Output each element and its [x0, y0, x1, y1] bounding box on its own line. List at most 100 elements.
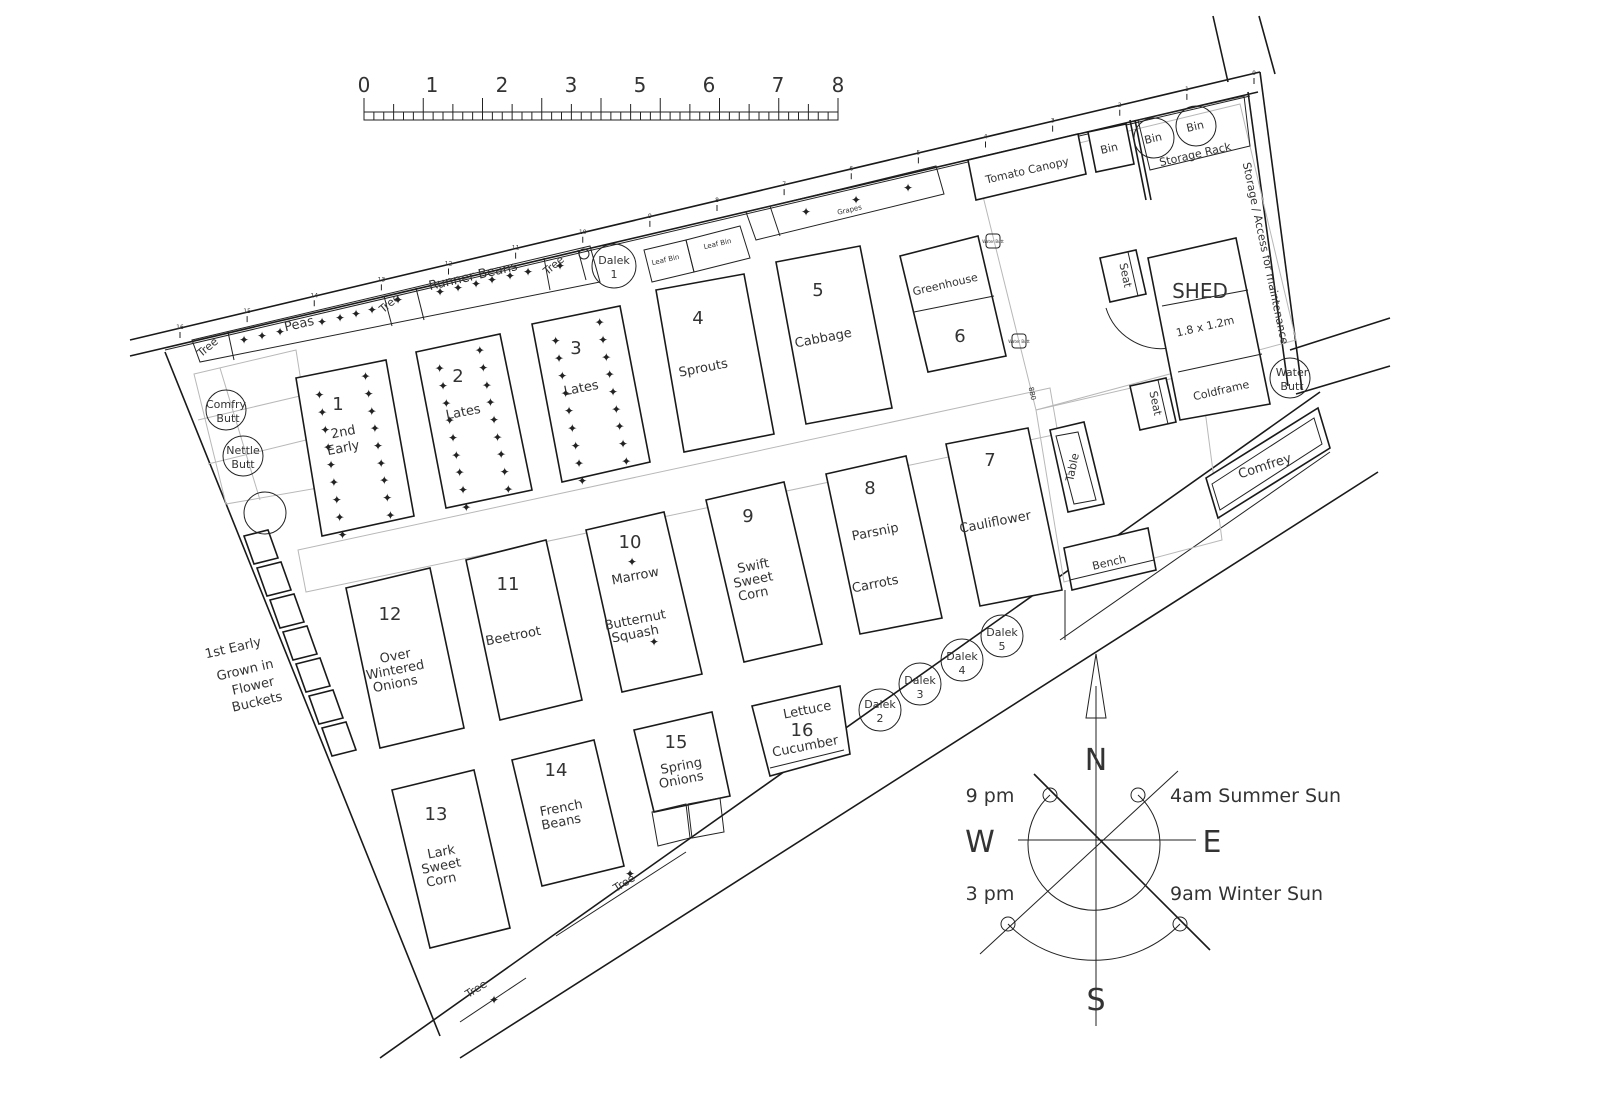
- svg-text:✦: ✦: [382, 491, 392, 505]
- svg-text:✦: ✦: [329, 476, 339, 490]
- svg-text:✦: ✦: [239, 333, 249, 347]
- bed-number: 16: [791, 720, 814, 741]
- small-post-circle: [578, 248, 590, 260]
- bed-number: 1: [332, 394, 343, 415]
- svg-text:✦: ✦: [615, 420, 625, 434]
- svg-text:✦: ✦: [598, 333, 608, 347]
- compass-rose: N S W E 9 pm 4am Summer Sun 3 pm 9am Win…: [965, 653, 1341, 1026]
- dalek-num: 5: [999, 640, 1006, 653]
- svg-text:✦: ✦: [455, 466, 465, 480]
- svg-text:✦: ✦: [257, 329, 267, 343]
- boundary-marker: 15: [243, 308, 251, 315]
- boundary-marker: 7: [782, 181, 786, 188]
- flower-bucket: [242, 529, 280, 565]
- storage-rack-label: Storage Rack: [1158, 140, 1233, 169]
- dalek-label: Dalek: [946, 650, 978, 663]
- bed-number: 9: [742, 506, 753, 527]
- boundary-marker: 4: [984, 134, 988, 141]
- flower-buckets: [242, 529, 358, 757]
- bed-crop-label: Corn: [737, 584, 770, 605]
- bin-label: Bin: [1099, 140, 1119, 157]
- svg-text:✦: ✦: [649, 635, 659, 649]
- svg-text:✦: ✦: [611, 402, 621, 416]
- svg-text:✦: ✦: [551, 334, 561, 348]
- svg-text:✦: ✦: [326, 458, 336, 472]
- nw-time: 9 pm: [966, 785, 1015, 807]
- winter-sun-arc: [1007, 923, 1181, 961]
- leaf-bin-2-label: Leaf Bin: [703, 237, 732, 251]
- boundary-marker: 12: [445, 261, 453, 268]
- dalek-num: 4: [959, 664, 966, 677]
- bin-round-label: Bin: [1185, 118, 1205, 135]
- first-early-note: 1st Early Grown in Flower Buckets: [204, 635, 284, 716]
- dalek-num: 3: [917, 688, 924, 701]
- dalek-label: Dalek: [986, 626, 1018, 639]
- boundary-marker: 11: [512, 245, 520, 252]
- nettle-butt: [222, 435, 264, 477]
- bed-crop-label: Swift: [736, 556, 770, 577]
- svg-text:✦: ✦: [361, 370, 371, 384]
- compass-s: S: [1086, 983, 1105, 1018]
- svg-text:✦: ✦: [503, 482, 513, 496]
- svg-text:✦: ✦: [471, 277, 481, 291]
- dalek-num: 2: [877, 712, 884, 725]
- boundary-marker: 8: [715, 197, 719, 204]
- water-butt-small-1: [985, 233, 1001, 249]
- svg-text:✦: ✦: [451, 448, 461, 462]
- boundary-marker: 16: [176, 324, 184, 331]
- comfrey-butt: [205, 389, 247, 431]
- bin-round-2: [1175, 105, 1217, 147]
- empty-butt: [243, 491, 287, 535]
- svg-text:✦: ✦: [564, 404, 574, 418]
- nettle-butt-label: Butt: [231, 458, 255, 471]
- svg-text:✦: ✦: [903, 181, 913, 195]
- bed-number: 5: [812, 280, 823, 301]
- svg-text:✦: ✦: [364, 387, 374, 401]
- svg-text:✦: ✦: [317, 315, 327, 329]
- east-structures: Tomato Canopy Bin Bin Bin Storage Rack S…: [899, 95, 1331, 591]
- svg-text:✦: ✦: [574, 457, 584, 471]
- svg-text:✦: ✦: [458, 483, 468, 497]
- flower-bucket: [268, 593, 306, 629]
- peas-label: Peas: [283, 314, 316, 335]
- flower-bucket: [281, 625, 319, 661]
- compass-n: N: [1085, 743, 1107, 778]
- svg-text:✦: ✦: [461, 500, 471, 514]
- svg-text:✦: ✦: [595, 316, 605, 330]
- bed-crop-label: Lates: [445, 402, 483, 423]
- se-time: 9am Winter Sun: [1170, 883, 1323, 905]
- bin-round-label: Bin: [1143, 130, 1163, 147]
- summer-sun-arc: [1027, 794, 1161, 911]
- bed-number: 7: [984, 450, 995, 471]
- svg-text:✦: ✦: [438, 379, 448, 393]
- svg-text:✦: ✦: [621, 454, 631, 468]
- bed-crop-label: Over: [379, 646, 413, 667]
- svg-text:✦: ✦: [801, 205, 811, 219]
- scale-bar: 0 1 2 3 5 6 7 8: [358, 73, 844, 121]
- bed-number: 10: [619, 532, 642, 553]
- dalek-label: Dalek: [904, 674, 936, 687]
- svg-text:✦: ✦: [500, 465, 510, 479]
- boundary-marker: 10: [579, 229, 587, 236]
- svg-text:✦: ✦: [385, 508, 395, 522]
- svg-text:✦: ✦: [618, 437, 628, 451]
- svg-text:✦: ✦: [608, 385, 618, 399]
- svg-text:✦: ✦: [605, 368, 615, 382]
- bed-crop-label: Sweet: [732, 569, 774, 591]
- comfrey-butt-label: Butt: [216, 412, 240, 425]
- scale-label-5: 5: [634, 73, 647, 97]
- svg-text:✦: ✦: [561, 386, 571, 400]
- boundary-marker: 2: [1118, 102, 1122, 109]
- boundary-marker: 1: [1185, 86, 1189, 93]
- dalek-label: Dalek: [598, 254, 630, 267]
- svg-text:✦: ✦: [379, 474, 389, 488]
- svg-text:✦: ✦: [376, 456, 386, 470]
- bed-6-number: 6: [954, 326, 965, 347]
- svg-text:✦: ✦: [554, 351, 564, 365]
- water-butt-small-label: Water Butt: [982, 239, 1004, 244]
